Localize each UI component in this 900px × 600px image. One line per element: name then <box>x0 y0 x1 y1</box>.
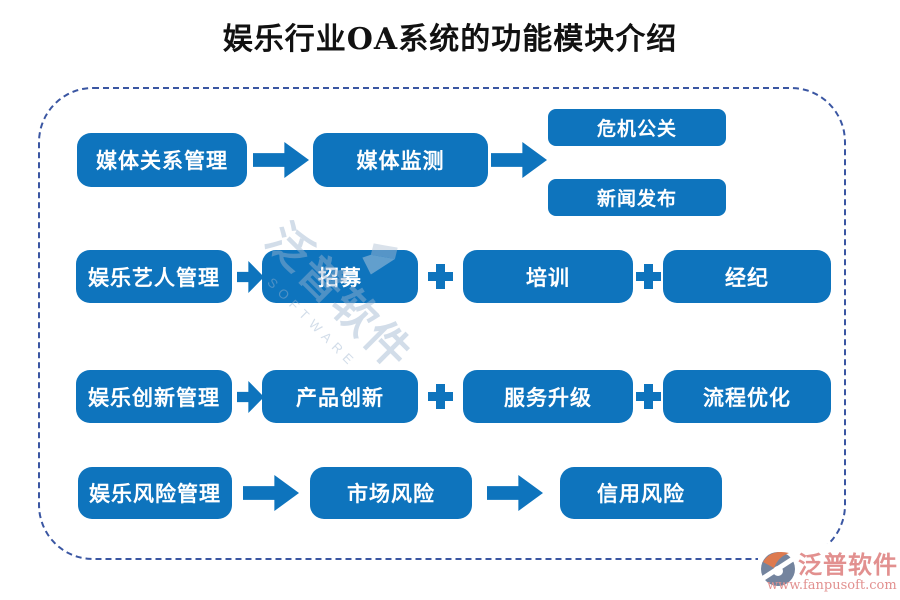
plus-icon <box>428 264 453 289</box>
brand-logo-icon <box>758 551 798 586</box>
node-market-risk: 市场风险 <box>310 467 472 519</box>
diagram-dashed-border <box>38 87 846 560</box>
node-brokerage: 经纪 <box>663 250 831 303</box>
node-news-release: 新闻发布 <box>548 179 726 216</box>
node-innovation-management: 娱乐创新管理 <box>76 370 232 423</box>
plus-icon <box>428 384 453 409</box>
node-media-relations-management: 媒体关系管理 <box>77 133 247 187</box>
plus-icon <box>636 264 661 289</box>
node-crisis-pr: 危机公关 <box>548 109 726 146</box>
node-artist-management: 娱乐艺人管理 <box>76 250 232 303</box>
node-process-optimization: 流程优化 <box>663 370 831 423</box>
brand-logo: 泛普软件 www.fanpusoft.com <box>758 544 900 598</box>
node-media-monitoring: 媒体监测 <box>313 133 488 187</box>
node-product-innovation: 产品创新 <box>262 370 418 423</box>
node-service-upgrade: 服务升级 <box>463 370 633 423</box>
node-risk-management: 娱乐风险管理 <box>78 467 232 519</box>
brand-logo-url: www.fanpusoft.com <box>767 578 897 593</box>
node-credit-risk: 信用风险 <box>560 467 722 519</box>
node-training: 培训 <box>463 250 633 303</box>
brand-logo-text: 泛普软件 <box>798 550 898 579</box>
plus-icon <box>636 384 661 409</box>
page-title: 娱乐行业OA系统的功能模块介绍 <box>222 22 678 57</box>
node-recruitment: 招募 <box>262 250 418 303</box>
